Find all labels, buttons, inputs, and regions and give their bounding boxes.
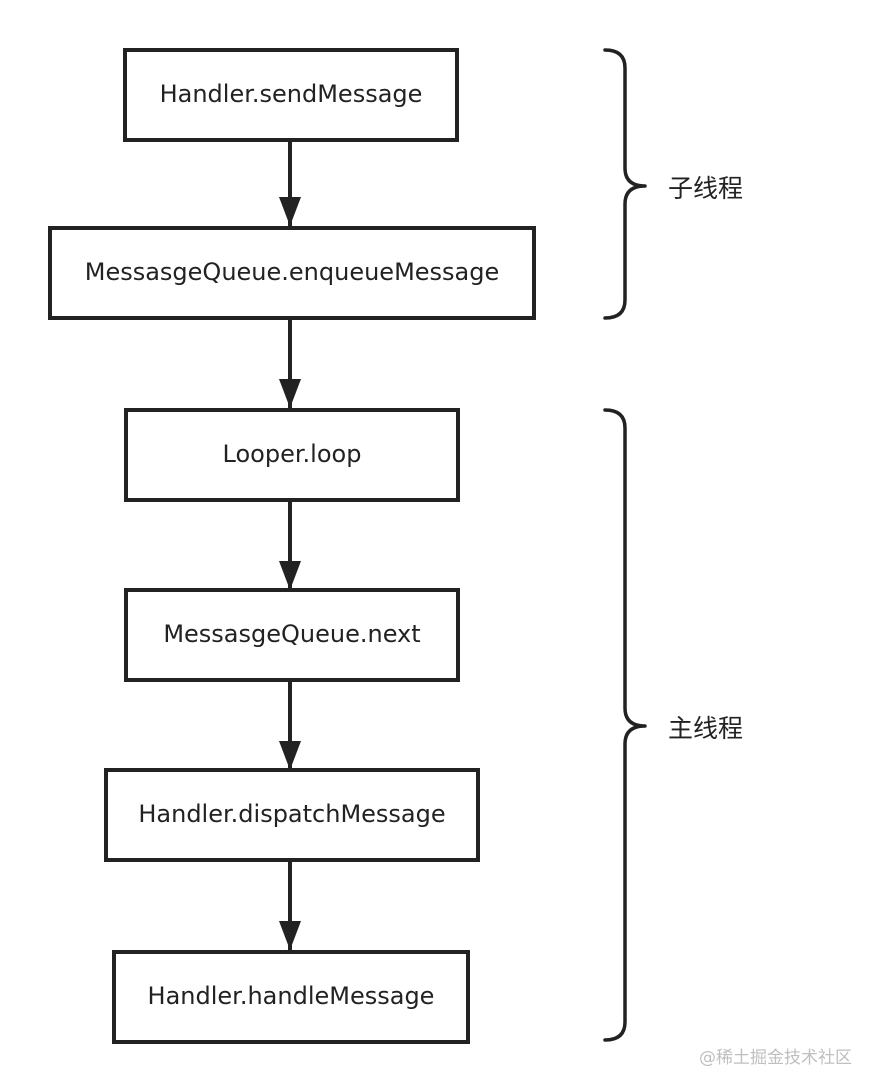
watermark: @稀土掘金技术社区: [699, 1048, 852, 1068]
node-label: MessasgeQueue.next: [163, 620, 420, 648]
node-looper-loop: Looper.loop: [124, 408, 460, 502]
sub-thread-group: 子线程: [603, 48, 743, 320]
node-box: [48, 226, 536, 320]
group-label-sub-thread: 子线程: [668, 174, 743, 203]
arrow-5-head: [279, 921, 301, 950]
node-label: Looper.loop: [223, 440, 362, 468]
brace-main-thread: [603, 408, 647, 1042]
node-label: Handler.sendMessage: [160, 80, 423, 108]
arrow-1-head: [279, 197, 301, 226]
group-label-main-thread: 主线程: [668, 714, 743, 743]
node-enqueue-message: MessasgeQueue.enqueueMessage: [48, 226, 536, 320]
node-dispatch-message: Handler.dispatchMessage: [104, 768, 480, 862]
brace-sub-thread: [603, 48, 647, 320]
node-send-message: Handler.sendMessage: [123, 48, 459, 142]
node-box: [123, 48, 459, 142]
node-box: [124, 588, 460, 682]
node-box: [104, 768, 480, 862]
node-label: MessasgeQueue.enqueueMessage: [85, 258, 500, 286]
arrow-2-head: [279, 379, 301, 408]
arrows: [279, 140, 301, 950]
arrow-4-head: [279, 741, 301, 770]
arrow-3-head: [279, 561, 301, 590]
node-queue-next: MessasgeQueue.next: [124, 588, 460, 682]
node-box: [124, 408, 460, 502]
node-box: [112, 950, 470, 1044]
main-thread-group: 主线程: [603, 408, 743, 1042]
node-label: Handler.dispatchMessage: [138, 800, 445, 828]
node-handle-message: Handler.handleMessage: [112, 950, 470, 1044]
node-label: Handler.handleMessage: [148, 982, 435, 1010]
